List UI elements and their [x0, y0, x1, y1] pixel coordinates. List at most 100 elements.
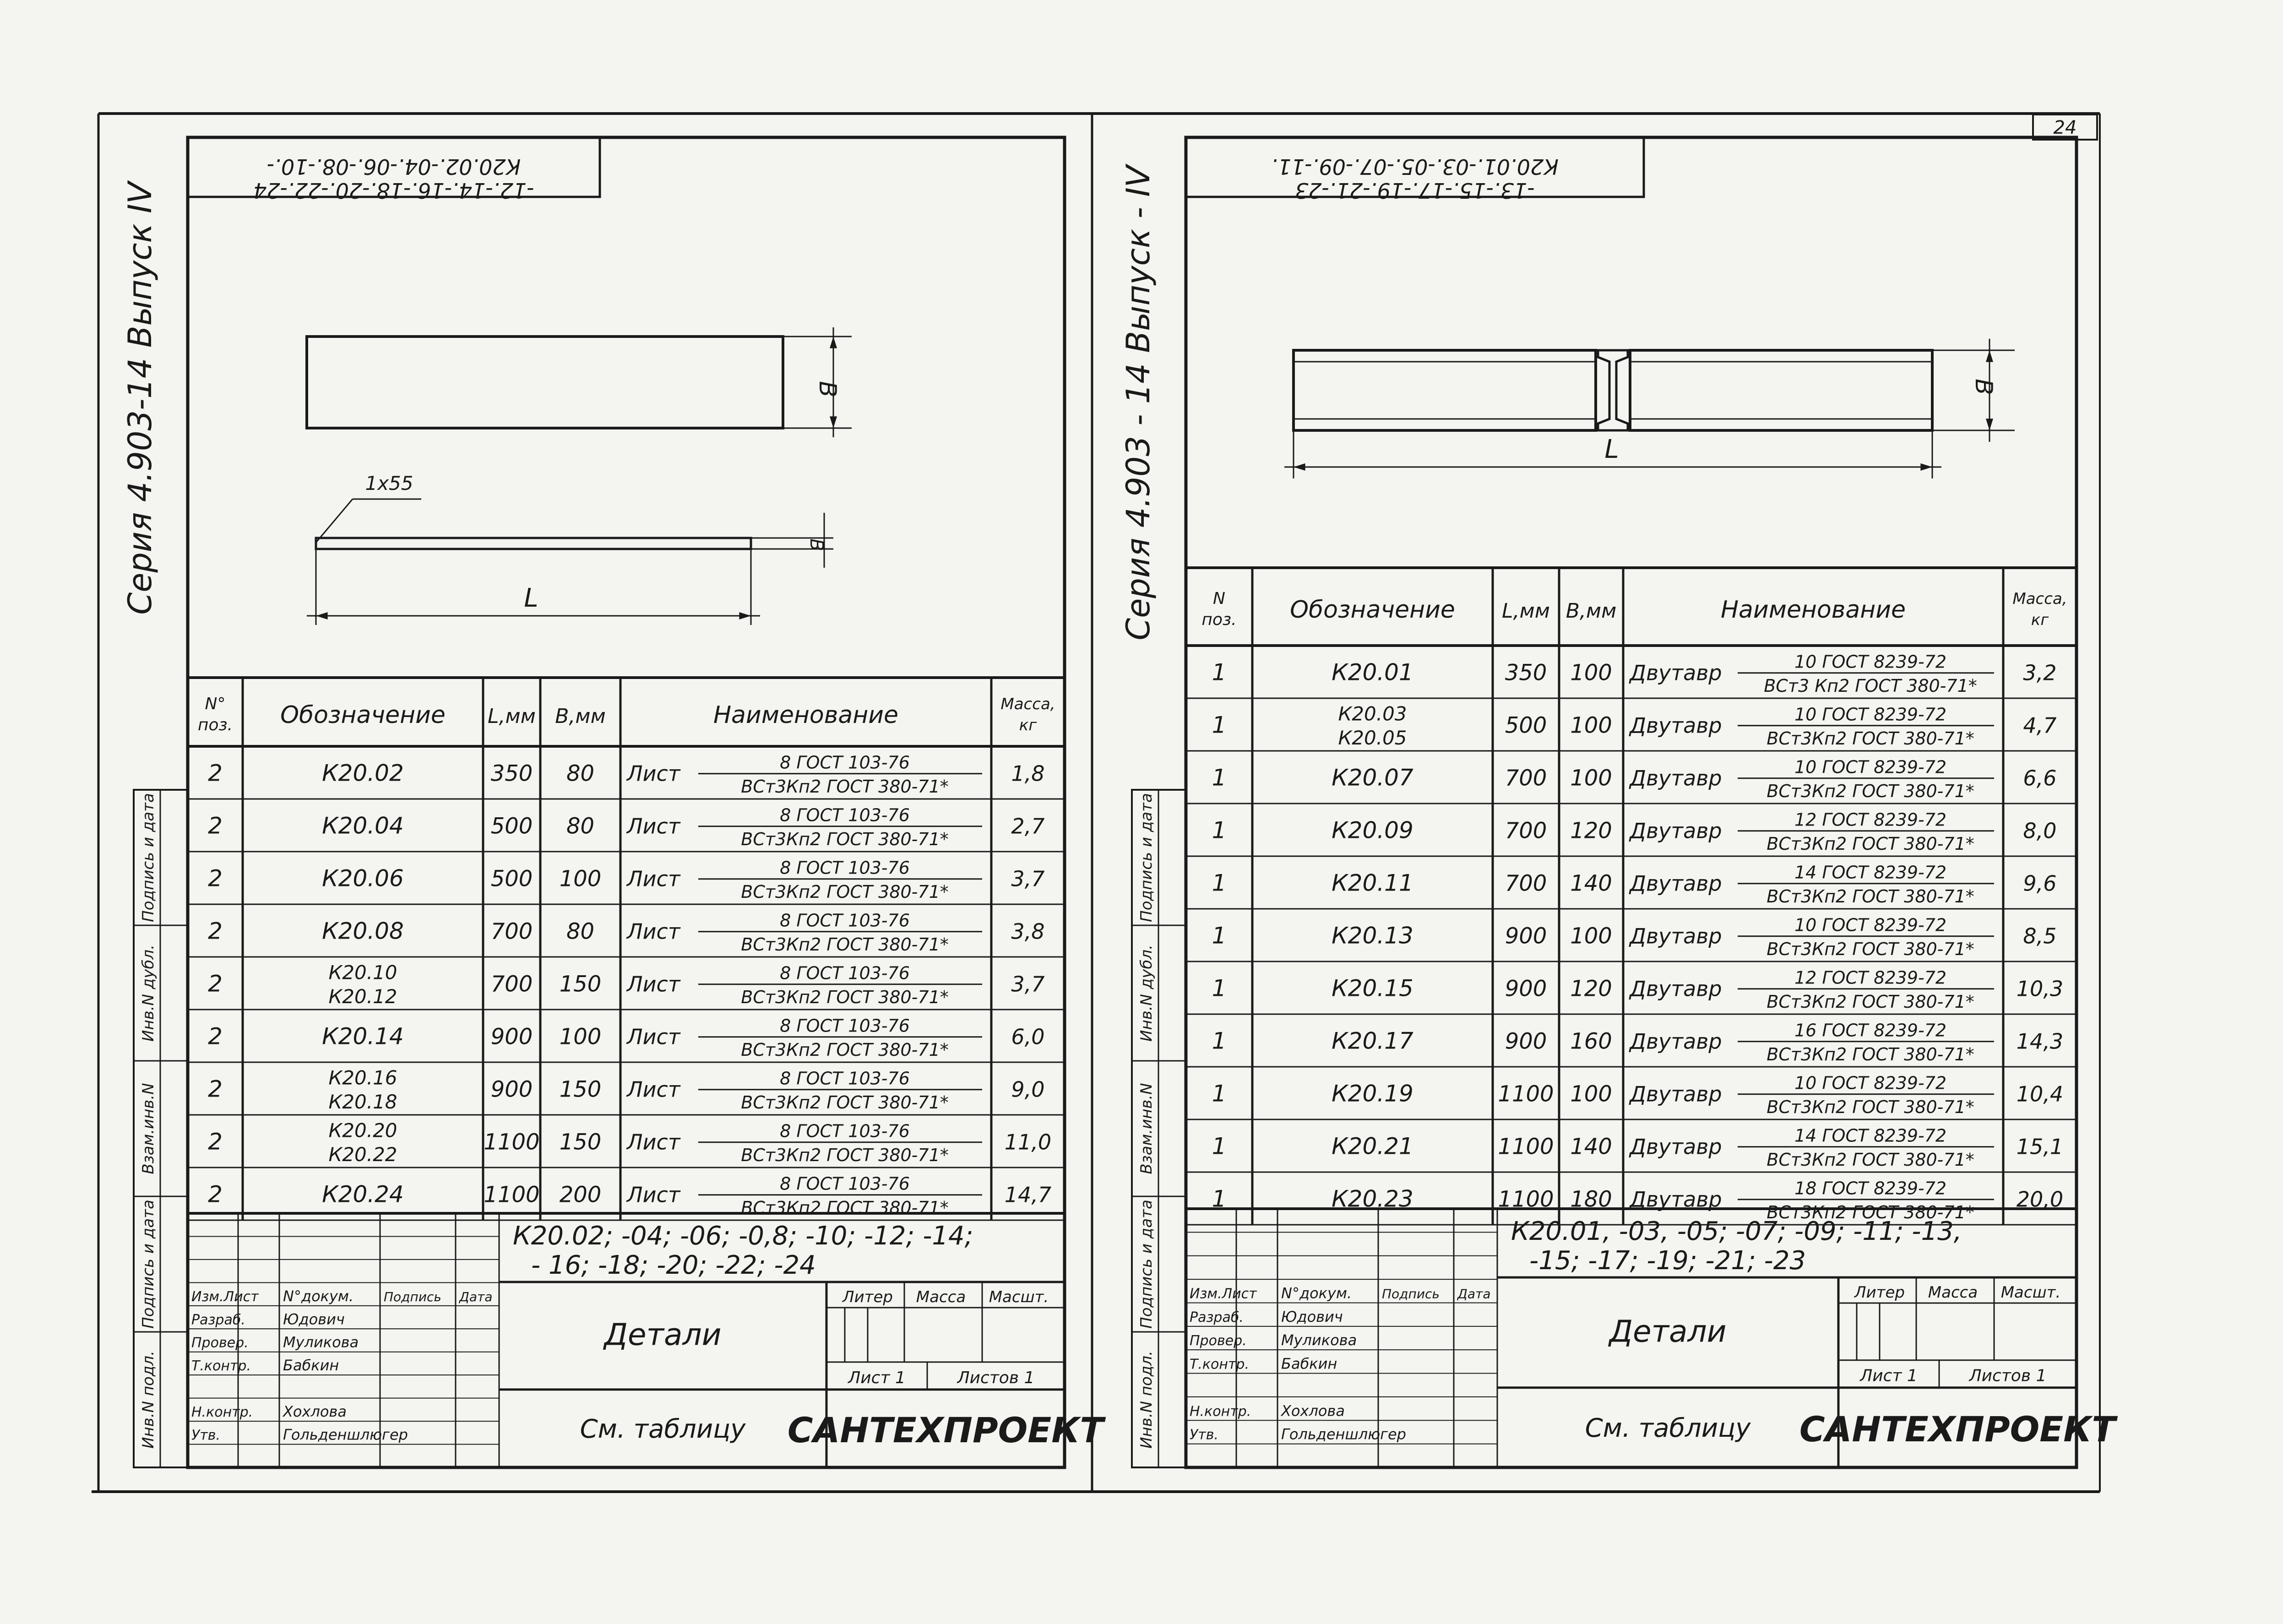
company-name: САНТЕХПРОЕКТ: [788, 1410, 1106, 1450]
cell-width: 80: [566, 919, 594, 945]
cell-designation: К20.16: [328, 1066, 397, 1089]
cell-spec-steel: ВСт3Кп2 ГОСТ 380-71*: [741, 1145, 949, 1165]
cell-mass: 9,6: [2023, 871, 2056, 896]
side-strip-label: Инв.N подл.: [139, 1351, 158, 1449]
cell-mass: 15,1: [2017, 1135, 2063, 1159]
header-name: Наименование: [1721, 596, 1906, 624]
cell-name: Двутавр: [1629, 1082, 1722, 1107]
cell-name: Двутавр: [1629, 871, 1722, 896]
cell-name: Двутавр: [1629, 819, 1722, 843]
arrowhead: [316, 612, 328, 619]
dimension-b: В: [1970, 379, 1997, 395]
cell-name: Двутавр: [1629, 661, 1722, 685]
header-mass-unit: кг: [1019, 716, 1038, 734]
staff-row: Н.контр.Хохлова: [191, 1403, 347, 1420]
cell-length: 900: [1505, 923, 1547, 949]
header-designation: Обозначение: [280, 701, 446, 729]
cell-width: 100: [1570, 923, 1612, 949]
stamp-code-line-1: К20.01.-03.-05.-07.-09.-11.: [1271, 154, 1559, 179]
cell-spec-steel: ВСт3Кп2 ГОСТ 380-71*: [741, 1040, 949, 1060]
cell-spec-profile: 10 ГОСТ 8239-72: [1794, 704, 1946, 724]
plate-top-view: [305, 335, 784, 429]
company-name: САНТЕХПРОЕКТ: [1799, 1409, 2118, 1450]
stamp-code-line-2: -13.-15.-17.-19.-21.-23: [1295, 178, 1535, 203]
cell-spec-profile: 8 ГОСТ 103-76: [780, 752, 910, 772]
doc-title: Детали: [1608, 1314, 1726, 1349]
cell-spec-steel: ВСт3Кп2 ГОСТ 380-71*: [1767, 1097, 1974, 1117]
cell-spec-profile: 10 ГОСТ 8239-72: [1794, 757, 1946, 777]
side-strip: Инв.N подл.Подпись и датаВзам.инв.NИнв.N…: [133, 789, 189, 1468]
cell-pos: 1: [1212, 817, 1227, 844]
staff-role: Изм.Лист: [191, 1289, 259, 1305]
staff-row: Утв.Гольденшлюгер: [1190, 1426, 1406, 1443]
cell-spec-steel: ВСт3Кп2 ГОСТ 380-71*: [1767, 939, 1974, 959]
staff-role: Утв.: [1190, 1427, 1218, 1443]
arrowhead: [1986, 418, 1993, 430]
arrowhead: [739, 612, 751, 619]
cell-spec-steel: ВСт3Кп2 ГОСТ 380-71*: [1767, 781, 1974, 801]
cell-pos: 1: [1212, 659, 1227, 686]
staff-name: Муликова: [1281, 1331, 1357, 1349]
vertical-series-title: Серия 4.903-14 Выпуск IV: [121, 180, 159, 614]
cell-length: 900: [491, 1024, 533, 1050]
cell-name: Лист: [626, 1025, 681, 1049]
scale-label: Масшт.: [2001, 1283, 2061, 1302]
staff-role: Провер.: [1190, 1333, 1247, 1349]
cell-spec-profile: 8 ГОСТ 103-76: [780, 858, 910, 878]
header-mass-unit: кг: [2031, 611, 2049, 629]
cell-width: 150: [560, 972, 602, 997]
cell-spec-steel: ВСт3Кп2 ГОСТ 380-71*: [1767, 992, 1974, 1012]
cell-designation: К20.01: [1332, 659, 1413, 686]
dimension-b-side: В: [806, 538, 827, 551]
header-pos: N: [1213, 589, 1225, 608]
cell-name: Лист: [626, 1183, 681, 1207]
cell-designation: К20.02: [322, 760, 404, 787]
cell-mass: 3,7: [1011, 867, 1044, 891]
cell-designation: К20.11: [1332, 870, 1413, 896]
side-strip-label: Инв.N дубл.: [139, 945, 158, 1042]
staff-name: Муликова: [283, 1334, 359, 1351]
staff-row: Провер. Муликова: [1190, 1331, 1357, 1349]
stamp-code-line-2: -12.-14.-16.-18.-20.-22.-24: [253, 178, 534, 203]
cell-width: 80: [566, 814, 594, 839]
doc-subtitle: См. таблицу: [1585, 1413, 1751, 1443]
cell-length: 700: [1505, 766, 1547, 791]
side-strip-label: Взам.инв.N: [1137, 1083, 1156, 1174]
cell-pos: 2: [208, 1129, 223, 1155]
cell-designation: К20.04: [322, 813, 404, 839]
cell-length: 500: [491, 866, 533, 892]
staff-role: Н.контр.: [1190, 1403, 1251, 1419]
beam-side-view-left: [1292, 349, 1597, 432]
staff-row: Н.контр.Хохлова: [1190, 1402, 1345, 1419]
cell-pos: 1: [1212, 1081, 1227, 1107]
cell-pos: 2: [208, 865, 223, 892]
cell-spec-profile: 8 ГОСТ 103-76: [780, 963, 910, 983]
cell-designation-2: К20.05: [1338, 727, 1407, 749]
cell-name: Лист: [626, 972, 681, 997]
cell-mass: 1,8: [1011, 761, 1044, 786]
cell-mass: 8,5: [2023, 924, 2056, 949]
plate-side-view: [315, 537, 752, 550]
cell-spec-profile: 8 ГОСТ 103-76: [780, 1016, 910, 1036]
title-code-line-2: -15; -17; -19; -21; -23: [1529, 1246, 1806, 1276]
side-strip: Инв.N подл.Подпись и датаВзам.инв.NИнв.N…: [1131, 789, 1187, 1468]
cell-pos: 2: [208, 760, 223, 787]
cell-name: Лист: [626, 919, 681, 944]
staff-role: Разраб.: [1190, 1309, 1244, 1325]
dimension-l: L: [1604, 435, 1619, 464]
cell-length: 500: [491, 814, 533, 839]
cell-pos: 1: [1212, 1133, 1227, 1160]
sheets-label: Листов 1: [957, 1369, 1035, 1387]
series-stamp: К20.01.-03.-05.-07.-09.-11.-13.-15.-17.-…: [1185, 136, 1645, 203]
side-strip-label: Подпись и дата: [1137, 1200, 1156, 1329]
cell-spec-profile: 16 ГОСТ 8239-72: [1794, 1020, 1946, 1040]
beam-side-view-right: [1629, 349, 1934, 432]
